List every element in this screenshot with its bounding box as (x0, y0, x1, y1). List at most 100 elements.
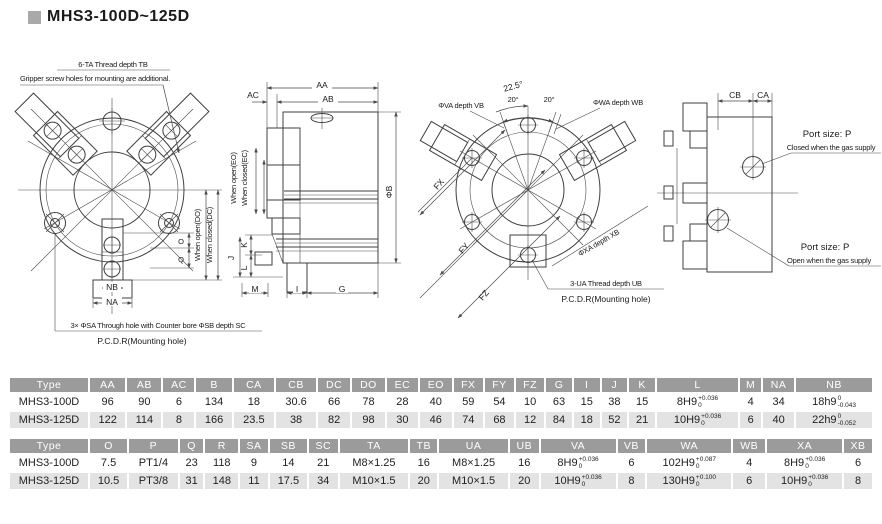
jaw-upper-right (126, 92, 210, 176)
value-cell: 18 (573, 412, 600, 428)
value-cell: 30.6 (285, 396, 307, 408)
dim-label-when-open-eo: When open(EO) (229, 152, 238, 204)
value-cell: PT1/4 (138, 457, 169, 469)
value-cell: PT3/8 (129, 473, 178, 489)
value-cell: 96 (101, 396, 114, 408)
column-header: Q (179, 439, 204, 453)
column-header: K (629, 378, 655, 392)
value-cell: 7.5 (100, 457, 117, 469)
value-cell: 11 (240, 473, 268, 489)
column-header: J (601, 378, 628, 392)
column-header: XA (767, 439, 843, 453)
column-header: SB (269, 439, 307, 453)
value-cell: 16 (417, 457, 430, 469)
value-cell: 15 (580, 396, 593, 408)
value-cell: 38 (608, 396, 621, 408)
column-header: P (129, 439, 178, 453)
column-header: EO (419, 378, 452, 392)
value-cell: 54 (493, 396, 506, 408)
value-cell: 10.5 (90, 473, 128, 489)
type-cell: MHS3-100D (18, 457, 80, 469)
column-header: B (196, 378, 232, 392)
rear-jaw-upper-right (558, 120, 637, 182)
dim-label-phib: ΦB (384, 185, 394, 198)
dim-label-q: Q (178, 255, 184, 264)
value-cell: 40 (429, 396, 442, 408)
value-cell: 18 (247, 396, 260, 408)
column-header: Type (10, 439, 88, 453)
callout-xa: ΦXA depth XB (577, 227, 622, 258)
value-cell: 63 (552, 396, 566, 408)
dim-label-ac: AC (247, 90, 259, 100)
dim-label-when-closed-dc: When closed(DC) (205, 206, 214, 263)
column-header: TA (339, 439, 409, 453)
value-cell: 28 (396, 396, 409, 408)
value-cell: 12 (516, 412, 545, 428)
column-header: WB (733, 439, 766, 453)
column-header: UB (509, 439, 539, 453)
column-header: XB (844, 439, 872, 453)
through-hole-callout: 3× ΦSA Through hole with Counter bore ΦS… (70, 321, 246, 330)
callout-ua: 3-UA Thread depth UB (570, 279, 642, 288)
column-header: M (740, 378, 762, 392)
value-cell: 34 (772, 396, 785, 408)
dim-label-fx: FX (431, 176, 446, 191)
side-section-view: AA AB AC ΦB When open(EO) When closed(EC… (226, 80, 401, 298)
column-header: SC (308, 439, 338, 453)
title-bullet-icon (28, 10, 41, 24)
value-cell: 21 (317, 457, 330, 469)
value-cell: 82 (318, 412, 351, 428)
value-cell: 4 (746, 457, 753, 469)
value-cell: 52 (601, 412, 628, 428)
value-cell: 20 (509, 473, 539, 489)
value-cell: 6 (175, 396, 182, 408)
value-cell: M8×1.25 (352, 457, 396, 469)
value-cell: 23 (185, 457, 198, 469)
value-cell: 6 (733, 473, 766, 489)
type-cell: MHS3-125D (10, 412, 88, 428)
value-cell: 90 (138, 396, 151, 408)
angle-label-20-right: 20° (544, 95, 555, 104)
port-open (705, 207, 731, 233)
port-top-sub: Closed when the gas supply (787, 143, 876, 152)
technical-drawings: NB NA When open(DO) When closed(DC) O Q … (14, 60, 881, 346)
column-header: TB (410, 439, 438, 453)
jaw-upper-left (14, 92, 98, 176)
column-header: SA (240, 439, 268, 453)
value-cell: 84 (546, 412, 572, 428)
column-header: I (573, 378, 600, 392)
callout-va: ΦVA depth VB (438, 101, 484, 110)
value-cell: 4 (747, 396, 754, 408)
value-cell: 74 (453, 412, 483, 428)
column-header: EC (386, 378, 418, 392)
counterbore-hole-right (158, 212, 180, 234)
value-cell: 9 (250, 457, 258, 469)
value-cell: M10×1.5 (439, 473, 508, 489)
value-cell: 166 (196, 412, 232, 428)
port-bottom-sub: Open when the gas supply (787, 256, 871, 265)
type-cell: MHS3-100D (18, 396, 80, 408)
value-cell: M10×1.5 (339, 473, 409, 489)
column-header: NA (763, 378, 795, 392)
dim-label-na: NA (106, 297, 118, 307)
pcd-callout-front: P.C.D.R(Mounting hole) (97, 336, 186, 346)
value-cell: 15 (635, 396, 649, 408)
dim-label-j: J (226, 256, 236, 260)
column-header: VA (540, 439, 616, 453)
port-side-view: CB CA Port size: P Closed when the gas s… (657, 90, 881, 273)
value-cell: 21 (629, 412, 655, 428)
pcd-callout-rear: P.C.D.R(Mounting hole) (561, 294, 650, 304)
